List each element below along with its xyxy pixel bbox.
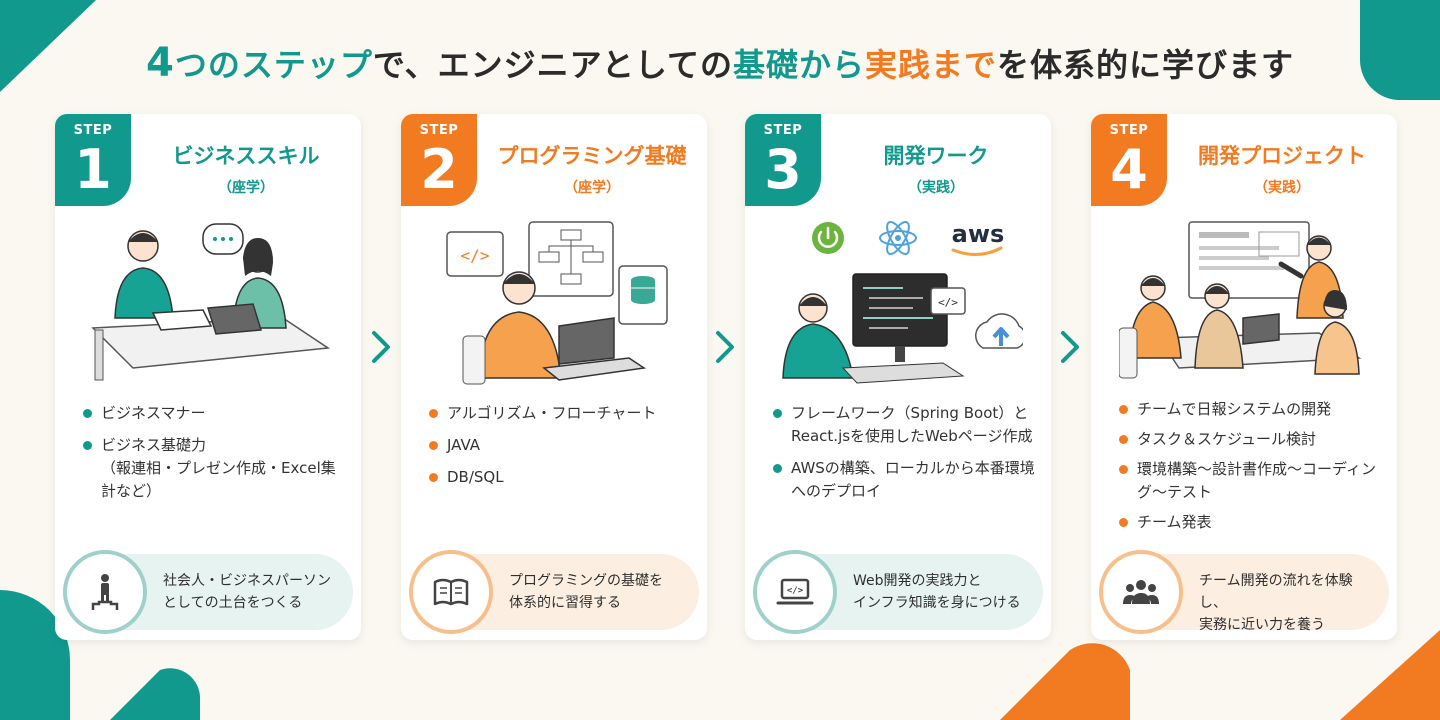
list-item: チーム発表 xyxy=(1117,511,1385,534)
title-part-middle: で、エンジニアとしての xyxy=(372,46,733,84)
decor-top-right-shape xyxy=(1360,0,1440,100)
summary-icon-circle xyxy=(63,550,147,634)
chevron-right-icon xyxy=(1061,331,1079,363)
step-number: 1 xyxy=(74,138,112,201)
list-item: フレームワーク（Spring Boot）とReact.jsを使用したWebページ… xyxy=(771,402,1039,448)
spring-logo-icon xyxy=(817,226,839,248)
step-card-2: STEP 2 プログラミング基礎 （座学） </> アルゴリズム・フローチャート… xyxy=(401,114,707,640)
title-part-practice: 実践まで xyxy=(864,46,997,84)
laptop-code-icon: </> xyxy=(776,578,814,605)
step-badge: STEP 4 xyxy=(1091,114,1167,206)
bullet-note: （報連相・プレゼン作成・Excel集計など） xyxy=(101,459,336,500)
step-card-1: STEP 1 ビジネススキル （座学） ビジネスマナー ビジネス基礎力（報連相・… xyxy=(55,114,361,640)
summary-icon-circle: </> xyxy=(753,550,837,634)
step-title: 開発プロジェクト xyxy=(1198,144,1366,168)
step-bullet-list: フレームワーク（Spring Boot）とReact.jsを使用したWebページ… xyxy=(771,402,1039,512)
decor-top-left-shape xyxy=(0,0,96,92)
page-title: 4つのステップで、エンジニアとしての基礎から実践までを体系的に学びます xyxy=(0,40,1440,86)
chevron-right-icon xyxy=(716,331,734,363)
list-item: DB/SQL xyxy=(427,466,695,489)
react-logo-icon xyxy=(879,221,917,255)
step-badge: STEP 3 xyxy=(745,114,821,206)
step-title: プログラミング基礎 xyxy=(497,144,687,168)
step-title: 開発ワーク xyxy=(883,144,989,168)
decor-bottom-right-shape xyxy=(1000,630,1440,720)
step-label: STEP xyxy=(1109,123,1149,138)
list-item: AWSの構築、ローカルから本番環境へのデプロイ xyxy=(771,457,1039,503)
step-bullet-list: アルゴリズム・フローチャート JAVA DB/SQL xyxy=(427,402,695,498)
step-badge: STEP 2 xyxy=(401,114,477,206)
team-project-illustration xyxy=(1119,221,1362,379)
summary-text: プログラミングの基礎を 体系的に習得する xyxy=(509,573,663,611)
step-card-3: STEP 3 開発ワーク （実践） aws </> フレームワーク（Spring… xyxy=(745,114,1051,640)
list-item: 環境構築〜設計書作成〜コーディング〜テスト xyxy=(1117,458,1385,504)
list-item: JAVA xyxy=(427,434,695,457)
decor-bottom-left-shape xyxy=(0,590,200,720)
list-item: チームで日報システムの開発 xyxy=(1117,398,1385,421)
step-card-4: STEP 4 開発プロジェクト （実践） チームで日報システムの開発 タスク＆ス… xyxy=(1091,114,1397,640)
step-number: 2 xyxy=(420,138,458,201)
step-label: STEP xyxy=(763,123,803,138)
step-number: 3 xyxy=(764,138,802,201)
step-summary: 社会人・ビジネスパーソン としての土台をつくる xyxy=(63,550,353,634)
team-icon xyxy=(1123,580,1159,604)
web-development-illustration: aws </> xyxy=(782,220,1023,384)
step-number: 4 xyxy=(1110,138,1148,201)
title-part-end: を体系的に学びます xyxy=(997,46,1295,84)
step-summary: </> Web開発の実践力と インフラ知識を身につける xyxy=(753,550,1043,634)
step-label: STEP xyxy=(73,123,113,138)
open-book-icon xyxy=(433,578,469,606)
step-subtitle: （座学） xyxy=(218,180,274,196)
summary-text: Web開発の実践力と インフラ知識を身につける xyxy=(853,573,1021,611)
summary-icon-circle xyxy=(409,550,493,634)
programming-study-illustration: </> xyxy=(446,221,668,385)
summary-text: チーム開発の流れを体験し、 実務に近い力を養う xyxy=(1199,573,1353,633)
list-item: ビジネス基礎力（報連相・プレゼン作成・Excel集計など） xyxy=(81,434,349,503)
aws-logo: aws xyxy=(952,220,1005,248)
summary-text: 社会人・ビジネスパーソン としての土台をつくる xyxy=(163,573,331,611)
list-item: アルゴリズム・フローチャート xyxy=(427,402,695,425)
svg-text:</>: </> xyxy=(787,586,804,596)
title-part-steps: 4つのステップ xyxy=(145,40,373,86)
summary-icon-circle xyxy=(1099,550,1183,634)
title-part-steps-text: つのステップ xyxy=(174,46,373,84)
title-part-basics: 基礎から xyxy=(732,46,865,84)
step-label: STEP xyxy=(419,123,459,138)
list-item: タスク＆スケジュール検討 xyxy=(1117,428,1385,451)
step-title: ビジネススキル xyxy=(172,144,320,168)
step-bullet-list: チームで日報システムの開発 タスク＆スケジュール検討 環境構築〜設計書作成〜コー… xyxy=(1117,398,1385,541)
chevron-right-icon xyxy=(372,331,390,363)
step-subtitle: （実践） xyxy=(908,180,964,196)
svg-text:</>: </> xyxy=(461,246,490,265)
person-on-podium-icon xyxy=(91,574,119,610)
step-summary: チーム開発の流れを体験し、 実務に近い力を養う xyxy=(1099,550,1389,634)
list-item: ビジネスマナー xyxy=(81,402,349,425)
step-subtitle: （座学） xyxy=(564,180,620,196)
step-summary: プログラミングの基礎を 体系的に習得する xyxy=(409,550,699,634)
business-meeting-illustration xyxy=(91,223,331,381)
svg-text:</>: </> xyxy=(938,296,958,309)
step-bullet-list: ビジネスマナー ビジネス基礎力（報連相・プレゼン作成・Excel集計など） xyxy=(81,402,349,512)
step-badge: STEP 1 xyxy=(55,114,131,206)
step-subtitle: （実践） xyxy=(1254,180,1310,196)
